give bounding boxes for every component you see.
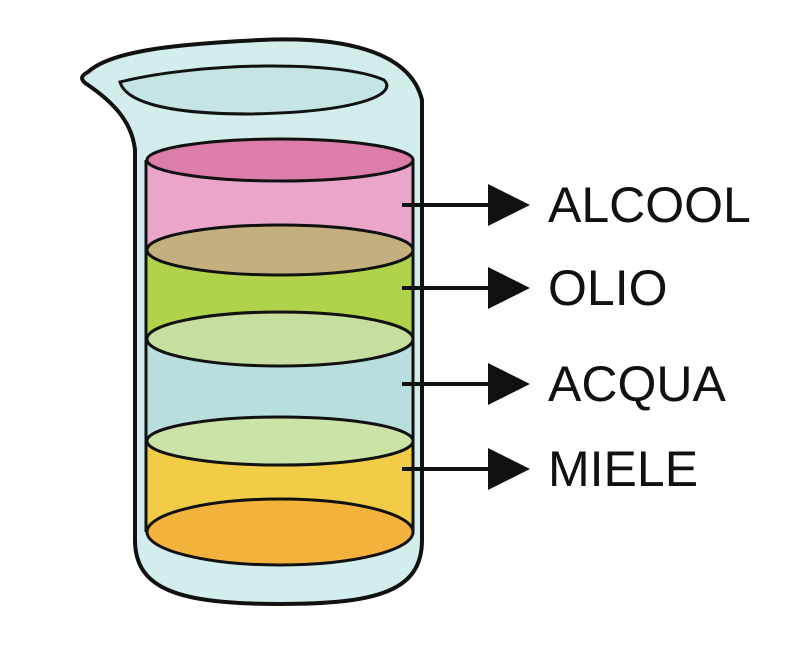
label-alcool: ALCOOL	[548, 177, 751, 233]
label-acqua-group: ACQUA	[402, 356, 726, 412]
label-olio: OLIO	[548, 260, 667, 316]
layer-miele-bottom	[145, 497, 415, 567]
label-acqua: ACQUA	[548, 356, 726, 412]
layer-alcool-bottom	[145, 223, 415, 277]
arrow-acqua-head	[488, 363, 530, 405]
arrow-olio-head	[488, 267, 530, 309]
label-olio-group: OLIO	[402, 260, 667, 316]
label-miele: MIELE	[548, 441, 698, 497]
label-alcool-group: ALCOOL	[402, 177, 751, 233]
layer-acqua-bottom	[145, 415, 415, 467]
arrow-alcool-head	[488, 184, 530, 226]
beaker-rim	[118, 64, 389, 116]
layer-alcool-surface	[145, 137, 415, 183]
arrow-miele-head	[488, 448, 530, 490]
layer-alcool	[145, 137, 415, 277]
layer-olio-bottom	[145, 310, 415, 368]
label-miele-group: MIELE	[402, 441, 698, 497]
